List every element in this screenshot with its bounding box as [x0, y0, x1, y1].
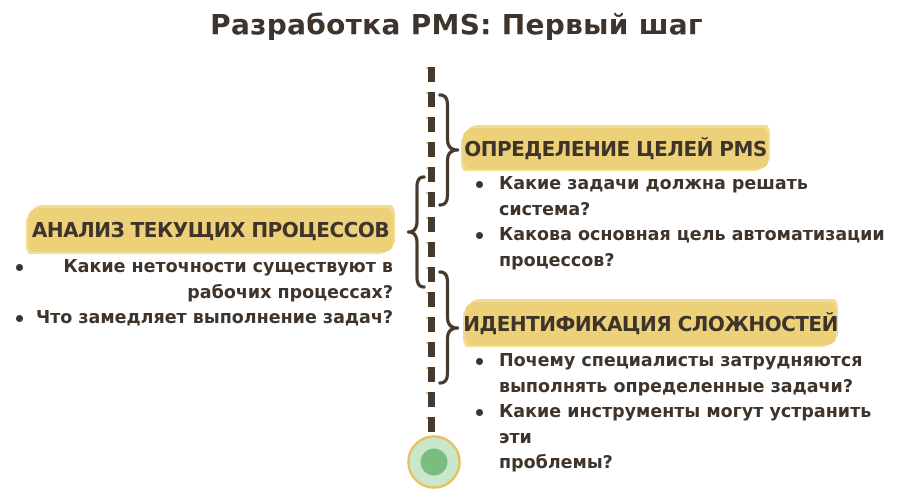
list-item: Какие задачи должна решать система?	[476, 172, 906, 223]
right-top-section-heading-label: ОПРЕДЕЛЕНИЕ ЦЕЛЕЙ PMS	[464, 136, 767, 161]
bullet-dot-icon	[476, 409, 483, 416]
list-item: Какие неточности существуют в рабочих пр…	[16, 255, 393, 306]
brace-right-bottom-icon	[438, 270, 460, 385]
right-top-bullet-list: Какие задачи должна решать система? Како…	[476, 172, 906, 274]
left-section-heading: АНАЛИЗ ТЕКУЩИХ ПРОЦЕССОВ	[28, 208, 393, 252]
right-top-section-heading: ОПРЕДЕЛЕНИЕ ЦЕЛЕЙ PMS	[463, 128, 768, 169]
left-section-heading-label: АНАЛИЗ ТЕКУЩИХ ПРОЦЕССОВ	[31, 218, 390, 242]
bullet-text: Почему специалисты затрудняются выполнят…	[499, 351, 863, 397]
right-bottom-section-heading-label: ИДЕНТИФИКАЦИЯ СЛОЖНОСТЕЙ	[463, 311, 838, 336]
page-title: Разработка PMS: Первый шаг	[210, 8, 703, 41]
timeline-end-marker-icon	[407, 435, 461, 489]
list-item: Что замедляет выполнение задач?	[16, 306, 393, 332]
bullet-text: Какова основная цель автоматизации проце…	[499, 225, 885, 271]
list-item: Почему специалисты затрудняются выполнят…	[476, 349, 906, 400]
bullet-dot-icon	[476, 181, 483, 188]
bullet-text: Какие неточности существуют в рабочих пр…	[63, 257, 393, 303]
timeline-graphic	[406, 67, 461, 489]
right-bottom-section-heading: ИДЕНТИФИКАЦИЯ СЛОЖНОСТЕЙ	[463, 302, 838, 345]
brace-left-icon	[406, 175, 426, 289]
bullet-text: Что замедляет выполнение задач?	[35, 308, 393, 328]
bullet-text: Какие задачи должна решать система?	[499, 174, 808, 220]
bullet-text: Какие инструменты могут устранить эти пр…	[499, 402, 872, 473]
brace-right-top-icon	[438, 93, 460, 207]
bullet-dot-icon	[16, 264, 23, 271]
left-section-bullet-list: Какие неточности существуют в рабочих пр…	[16, 255, 393, 332]
list-item: Какие инструменты могут устранить эти пр…	[476, 400, 906, 477]
list-item: Какова основная цель автоматизации проце…	[476, 223, 906, 274]
bullet-dot-icon	[476, 232, 483, 239]
bullet-dot-icon	[16, 315, 23, 322]
right-bottom-bullet-list: Почему специалисты затрудняются выполнят…	[476, 349, 906, 477]
bullet-dot-icon	[476, 358, 483, 365]
